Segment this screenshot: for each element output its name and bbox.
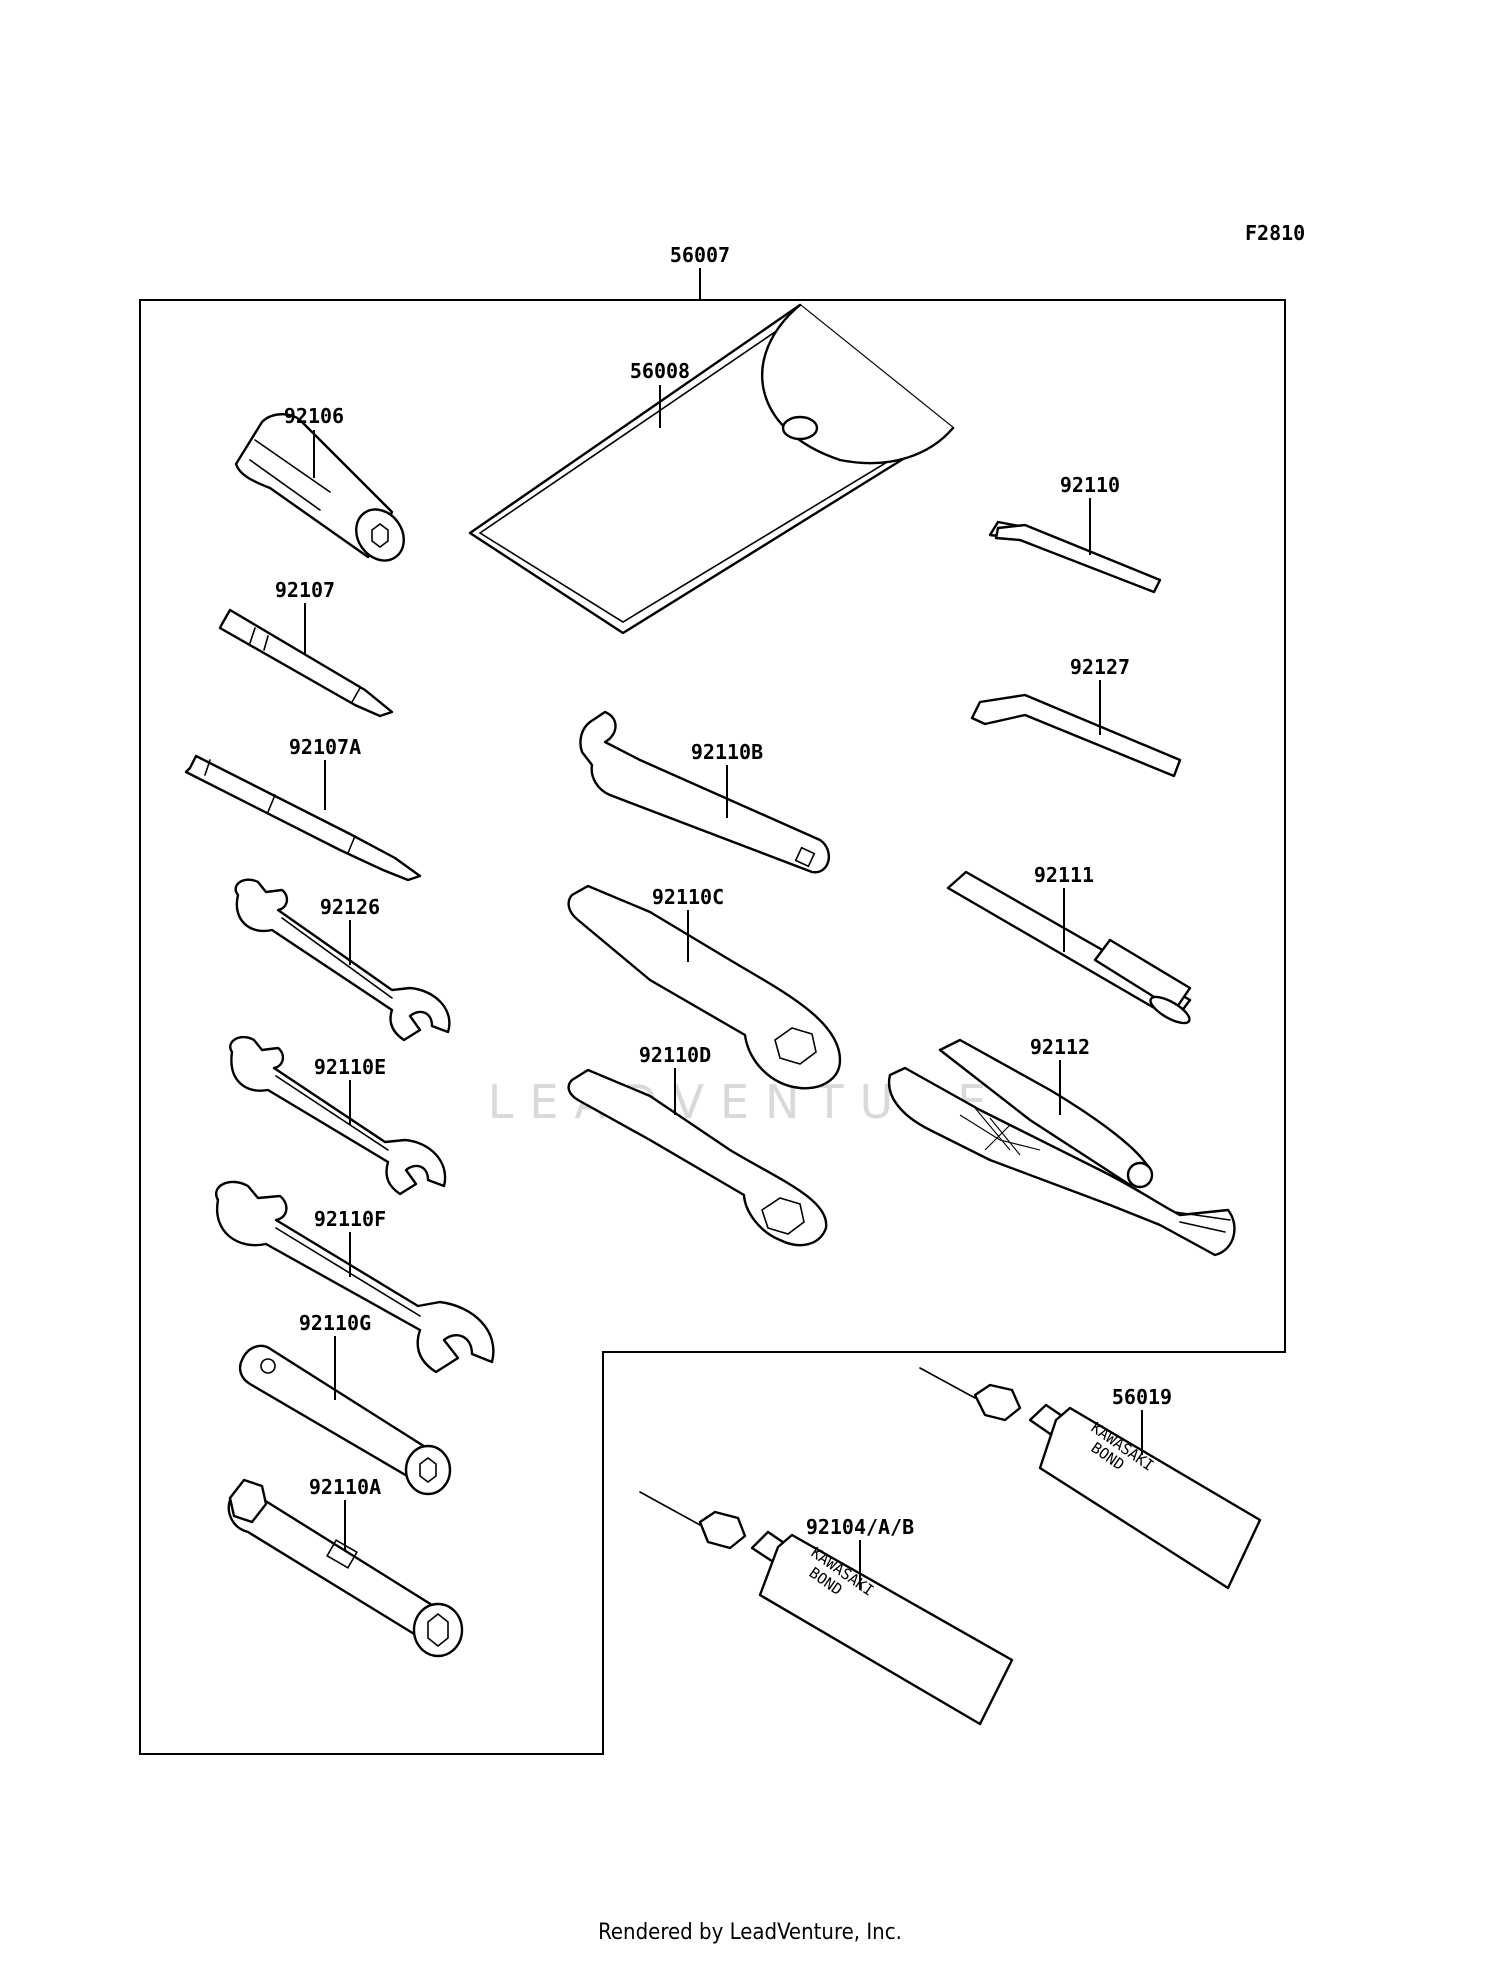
- label-92110[interactable]: 92110: [1060, 473, 1120, 497]
- label-92110c[interactable]: 92110C: [652, 885, 724, 909]
- handle-bar: [946, 870, 1192, 1025]
- label-92107[interactable]: 92107: [275, 578, 335, 602]
- ring-wrench-d: [567, 1068, 828, 1247]
- label-92107a[interactable]: 92107A: [289, 735, 361, 759]
- plug-wrench-a: [227, 1478, 464, 1658]
- label-92112[interactable]: 92112: [1030, 1035, 1090, 1059]
- label-56008[interactable]: 56008: [630, 359, 690, 383]
- bond-tube-56019: KAWASAKI BOND: [919, 1367, 1262, 1590]
- label-92127[interactable]: 92127: [1070, 655, 1130, 679]
- open-end-wrench-medium: [229, 1035, 447, 1196]
- footer-credit: Rendered by LeadVenture, Inc.: [598, 1920, 902, 1945]
- label-92110b[interactable]: 92110B: [691, 740, 763, 764]
- ring-wrench-c: [567, 884, 842, 1090]
- open-end-wrench-small: [234, 878, 451, 1042]
- label-92110f[interactable]: 92110F: [314, 1207, 386, 1231]
- label-92110e[interactable]: 92110E: [314, 1055, 386, 1079]
- hex-key-small: [988, 520, 1162, 594]
- figure-code: F2810: [1245, 221, 1305, 245]
- label-92126[interactable]: 92126: [320, 895, 380, 919]
- hook-spanner: [579, 710, 831, 874]
- toolkit-boundary: [139, 299, 1286, 1755]
- plug-wrench-g: [238, 1344, 452, 1496]
- label-92110d[interactable]: 92110D: [639, 1043, 711, 1067]
- label-56019[interactable]: 56019: [1112, 1385, 1172, 1409]
- label-92110g[interactable]: 92110G: [299, 1311, 371, 1335]
- tool-pouch: [468, 303, 955, 635]
- pliers: [887, 1038, 1236, 1257]
- socket-tool: [234, 413, 405, 562]
- label-92111[interactable]: 92111: [1034, 863, 1094, 887]
- label-56007[interactable]: 56007: [670, 243, 730, 267]
- label-92104[interactable]: 92104/A/B: [806, 1515, 914, 1539]
- label-92106[interactable]: 92106: [284, 404, 344, 428]
- open-end-wrench-large: [215, 1180, 495, 1374]
- hex-key-large: [970, 693, 1182, 778]
- screwdriver-double-bit: [184, 754, 422, 882]
- label-92110a[interactable]: 92110A: [309, 1475, 381, 1499]
- screwdriver-bit: [218, 608, 394, 718]
